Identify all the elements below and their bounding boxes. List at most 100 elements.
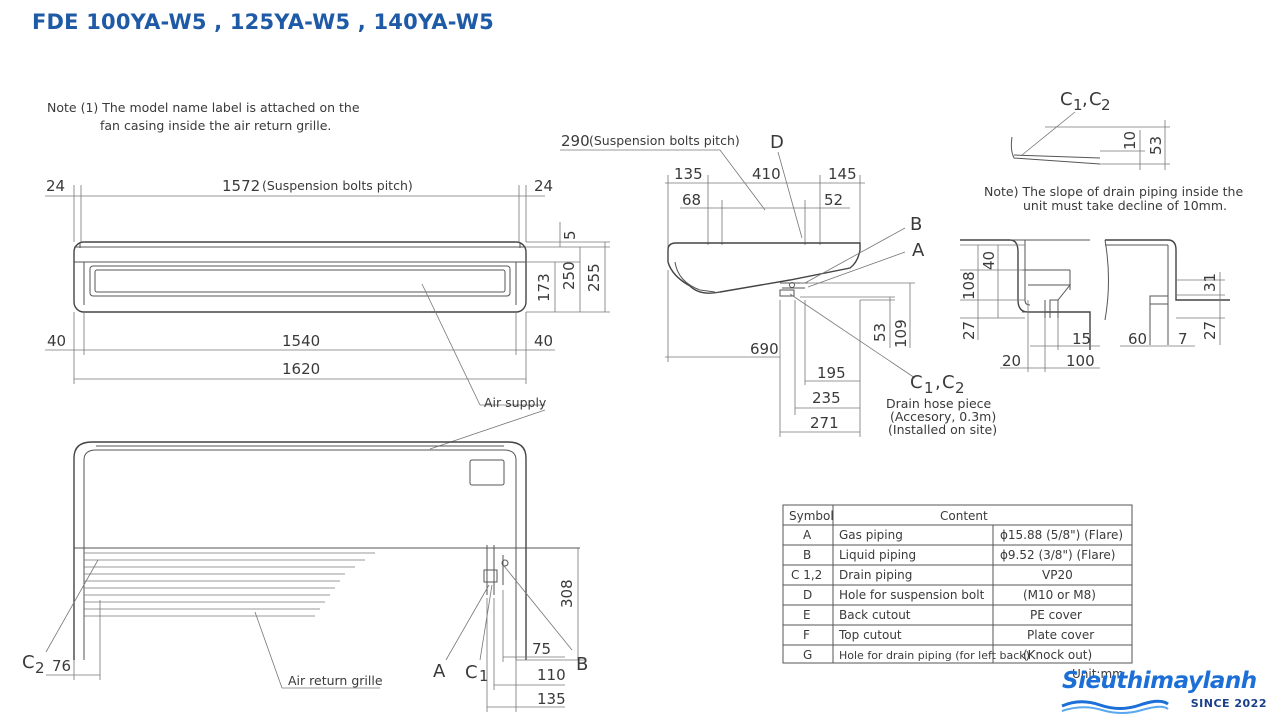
side-view: 290 (Suspension bolts pitch) D 135 410 1… — [560, 132, 997, 437]
note1-line2: fan casing inside the air return grille. — [100, 118, 331, 133]
dim-75: 75 — [532, 640, 551, 658]
side-c12-label: C — [910, 372, 923, 393]
c2-label: C — [22, 652, 35, 673]
bottom-b-label: B — [576, 654, 588, 675]
side-pitch-label: (Suspension bolts pitch) — [589, 133, 740, 148]
brand-since: SINCE 2022 — [1190, 697, 1267, 710]
table-row-content: Top cutout — [838, 628, 902, 642]
side-c12-sub1: 1 — [924, 379, 934, 397]
dim-1540: 1540 — [282, 332, 320, 350]
side-dim-135: 135 — [674, 165, 703, 183]
hose-line1: Drain hose piece — [886, 396, 992, 411]
side-dim-68: 68 — [682, 191, 701, 209]
table-row-symbol: C 1,2 — [791, 568, 822, 582]
table-row-symbol: D — [803, 588, 812, 602]
table-row-content: Drain piping — [839, 568, 912, 582]
side-dim-271: 271 — [810, 414, 839, 432]
hose-line2: (Accesory, 0.3m) — [890, 409, 996, 424]
table-row-spec: (M10 or M8) — [1023, 588, 1096, 602]
cut-dim-27-right: 27 — [1201, 321, 1219, 340]
front-pitch-label: (Suspension bolts pitch) — [262, 178, 413, 193]
table-row-content: Hole for suspension bolt — [839, 588, 985, 602]
dim-250: 250 — [560, 261, 578, 290]
slope-dim-53: 53 — [1147, 136, 1165, 155]
side-dim-690: 690 — [750, 340, 779, 358]
side-dim-235: 235 — [812, 389, 841, 407]
slope-detail: C 1 , C 2 10 53 Note) The slope of drain… — [984, 89, 1243, 213]
page-title: FDE 100YA-W5 , 125YA-W5 , 140YA-W5 — [32, 10, 494, 34]
bottom-a-label: A — [433, 661, 446, 682]
side-b-label: B — [910, 214, 922, 235]
slope-c12-c: C — [1089, 89, 1102, 110]
side-c12-sub2: 2 — [955, 379, 965, 397]
dim-135: 135 — [537, 690, 566, 708]
dim-255: 255 — [585, 263, 603, 292]
cutout-detail-right: 31 27 60 7 — [1104, 239, 1230, 348]
slope-note-line1: Note) The slope of drain piping inside t… — [984, 184, 1243, 199]
table-unit: Unit:mm — [1072, 667, 1124, 681]
side-dim-290: 290 — [561, 132, 590, 150]
air-supply-label: Air supply — [484, 395, 547, 410]
symbol-table: Symbol Content A Gas piping ϕ15.88 (5/8"… — [782, 504, 1133, 681]
cut-dim-27-left: 27 — [960, 321, 978, 340]
cut-dim-7: 7 — [1178, 330, 1188, 348]
brand-logo: Sieuthimaylanh SINCE 2022 — [1060, 666, 1275, 718]
side-d-label: D — [770, 132, 784, 153]
note1-line1: Note (1) The model name label is attache… — [47, 100, 360, 115]
wave-icon — [1061, 699, 1169, 714]
cutout-detail-left: 40 108 27 15 20 100 — [960, 239, 1100, 372]
table-header-symbol: Symbol — [789, 509, 834, 523]
bottom-c1-subscript: 1 — [479, 667, 489, 685]
side-dim-195: 195 — [817, 364, 846, 382]
cut-dim-100: 100 — [1066, 352, 1095, 370]
dim-40-right: 40 — [534, 332, 553, 350]
table-row-symbol: F — [803, 628, 810, 642]
slope-c12-sub2: 2 — [1101, 96, 1111, 114]
slope-note-line2: unit must take decline of 10mm. — [1023, 198, 1227, 213]
dim-110: 110 — [537, 666, 566, 684]
side-dim-53: 53 — [871, 323, 889, 342]
slope-dim-10: 10 — [1121, 131, 1139, 150]
table-row-symbol: B — [803, 548, 811, 562]
cut-dim-40: 40 — [980, 251, 998, 270]
table-row-spec: ϕ15.88 (5/8") (Flare) — [1000, 528, 1123, 542]
side-dim-52: 52 — [824, 191, 843, 209]
front-view: 24 1572 (Suspension bolts pitch) 24 5 17… — [45, 177, 610, 450]
table-row-spec: (Knock out) — [1023, 648, 1092, 662]
side-dim-410: 410 — [752, 165, 781, 183]
air-return-label: Air return grille — [288, 673, 383, 688]
dim-40-left: 40 — [47, 332, 66, 350]
bottom-view: 308 C 2 76 Air return grille A C 1 B 75 … — [22, 441, 588, 712]
cut-dim-20: 20 — [1002, 352, 1021, 370]
dim-1572: 1572 — [222, 177, 260, 195]
cut-dim-60: 60 — [1128, 330, 1147, 348]
table-row-symbol: E — [803, 608, 811, 622]
slope-c12-comma: , — [1082, 89, 1088, 110]
table-row-spec: VP20 — [1042, 568, 1073, 582]
dim-1620: 1620 — [282, 360, 320, 378]
dim-173: 173 — [535, 273, 553, 302]
table-row-content: Liquid piping — [839, 548, 916, 562]
slope-c12-sub1: 1 — [1073, 96, 1083, 114]
dim-24-right: 24 — [534, 177, 553, 195]
cut-dim-31: 31 — [1201, 273, 1219, 292]
dim-24-left: 24 — [46, 177, 65, 195]
table-row-spec: ϕ9.52 (3/8") (Flare) — [1000, 548, 1115, 562]
table-header-content: Content — [940, 509, 988, 523]
side-c12-c: C — [942, 372, 955, 393]
table-row-spec: PE cover — [1030, 608, 1082, 622]
dim-308: 308 — [558, 579, 576, 608]
side-c12-comma: , — [935, 372, 941, 393]
slope-c12-label: C — [1060, 89, 1073, 110]
brand-name: Sieuthimaylanh — [1062, 668, 1257, 694]
table-row-symbol: A — [803, 528, 812, 542]
table-row-content: Gas piping — [839, 528, 903, 542]
table-row-content: Hole for drain piping (for left back) — [839, 649, 1030, 662]
side-a-label: A — [912, 240, 925, 261]
c2-subscript: 2 — [35, 659, 45, 677]
side-dim-145: 145 — [828, 165, 857, 183]
side-dim-109: 109 — [892, 319, 910, 348]
dim-76: 76 — [52, 657, 71, 675]
cut-dim-108: 108 — [960, 271, 978, 300]
